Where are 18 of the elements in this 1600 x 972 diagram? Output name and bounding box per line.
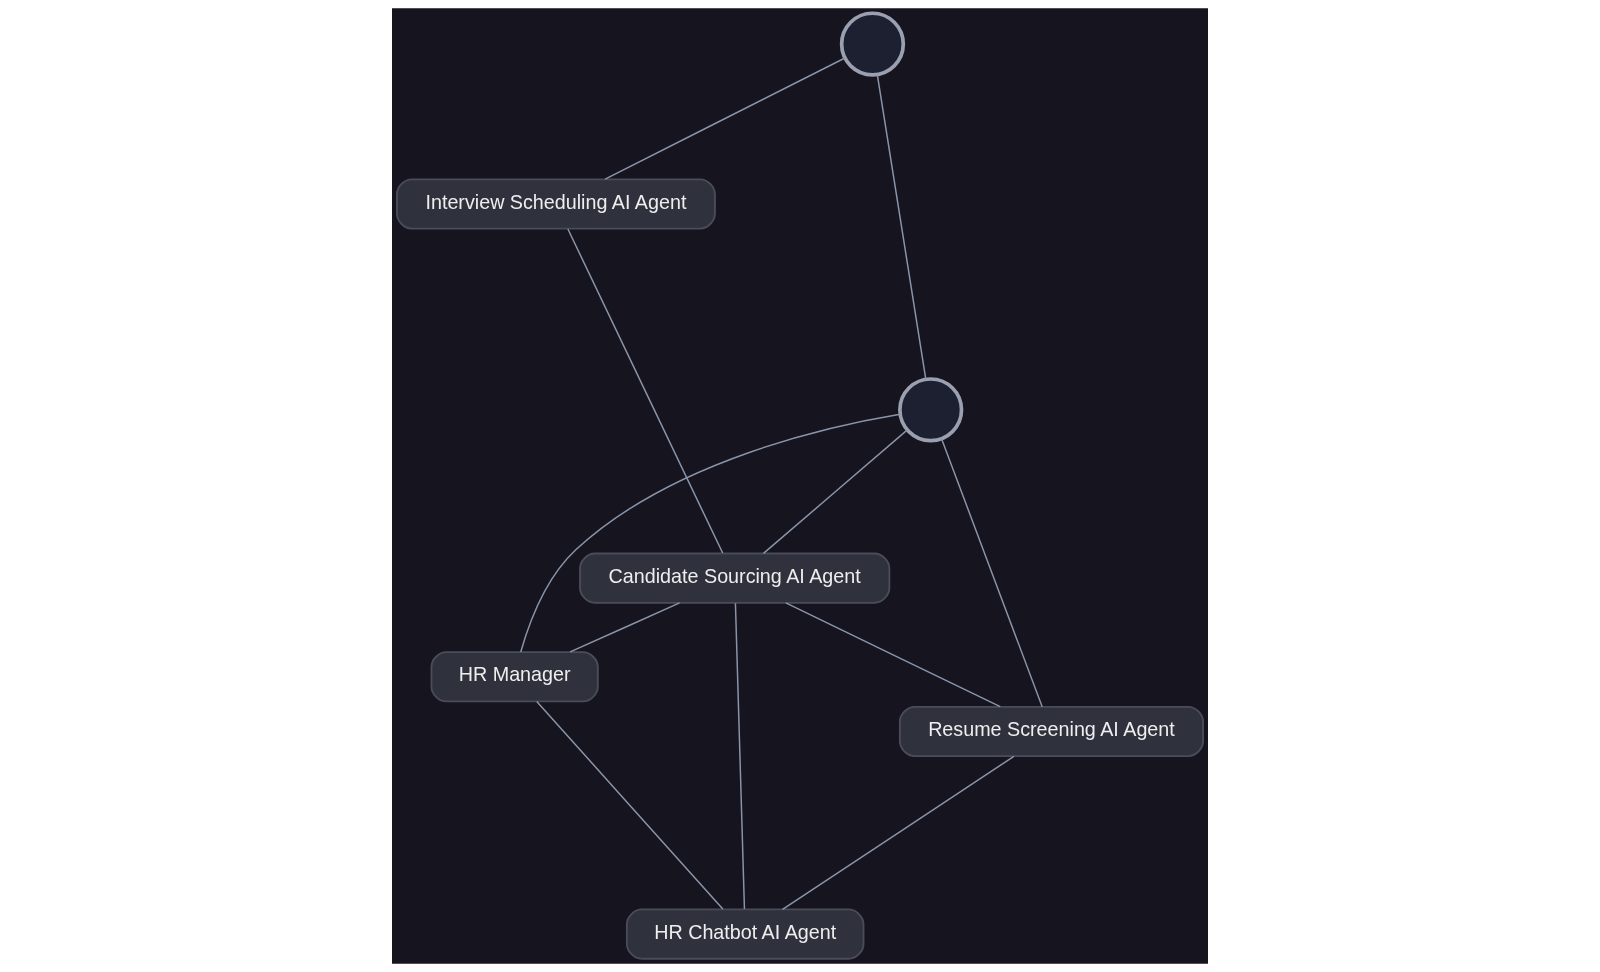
node-box: HR Chatbot AI Agent <box>625 908 865 960</box>
node-box: Candidate Sourcing AI Agent <box>579 552 891 604</box>
connector <box>940 438 1043 708</box>
node-box: HR Manager <box>430 651 599 703</box>
connector <box>762 429 908 555</box>
connector <box>876 74 927 380</box>
connector <box>734 602 746 910</box>
connector <box>567 228 724 554</box>
connector <box>785 602 1001 708</box>
connector <box>520 413 901 653</box>
connector <box>536 700 724 910</box>
node-box: Resume Screening AI Agent <box>898 705 1204 758</box>
connector <box>604 57 846 180</box>
connector <box>569 602 681 653</box>
node-circle <box>839 11 906 77</box>
node-box: Interview Scheduling AI Agent <box>396 178 716 230</box>
connector <box>781 755 1015 911</box>
node-circle <box>898 377 964 443</box>
